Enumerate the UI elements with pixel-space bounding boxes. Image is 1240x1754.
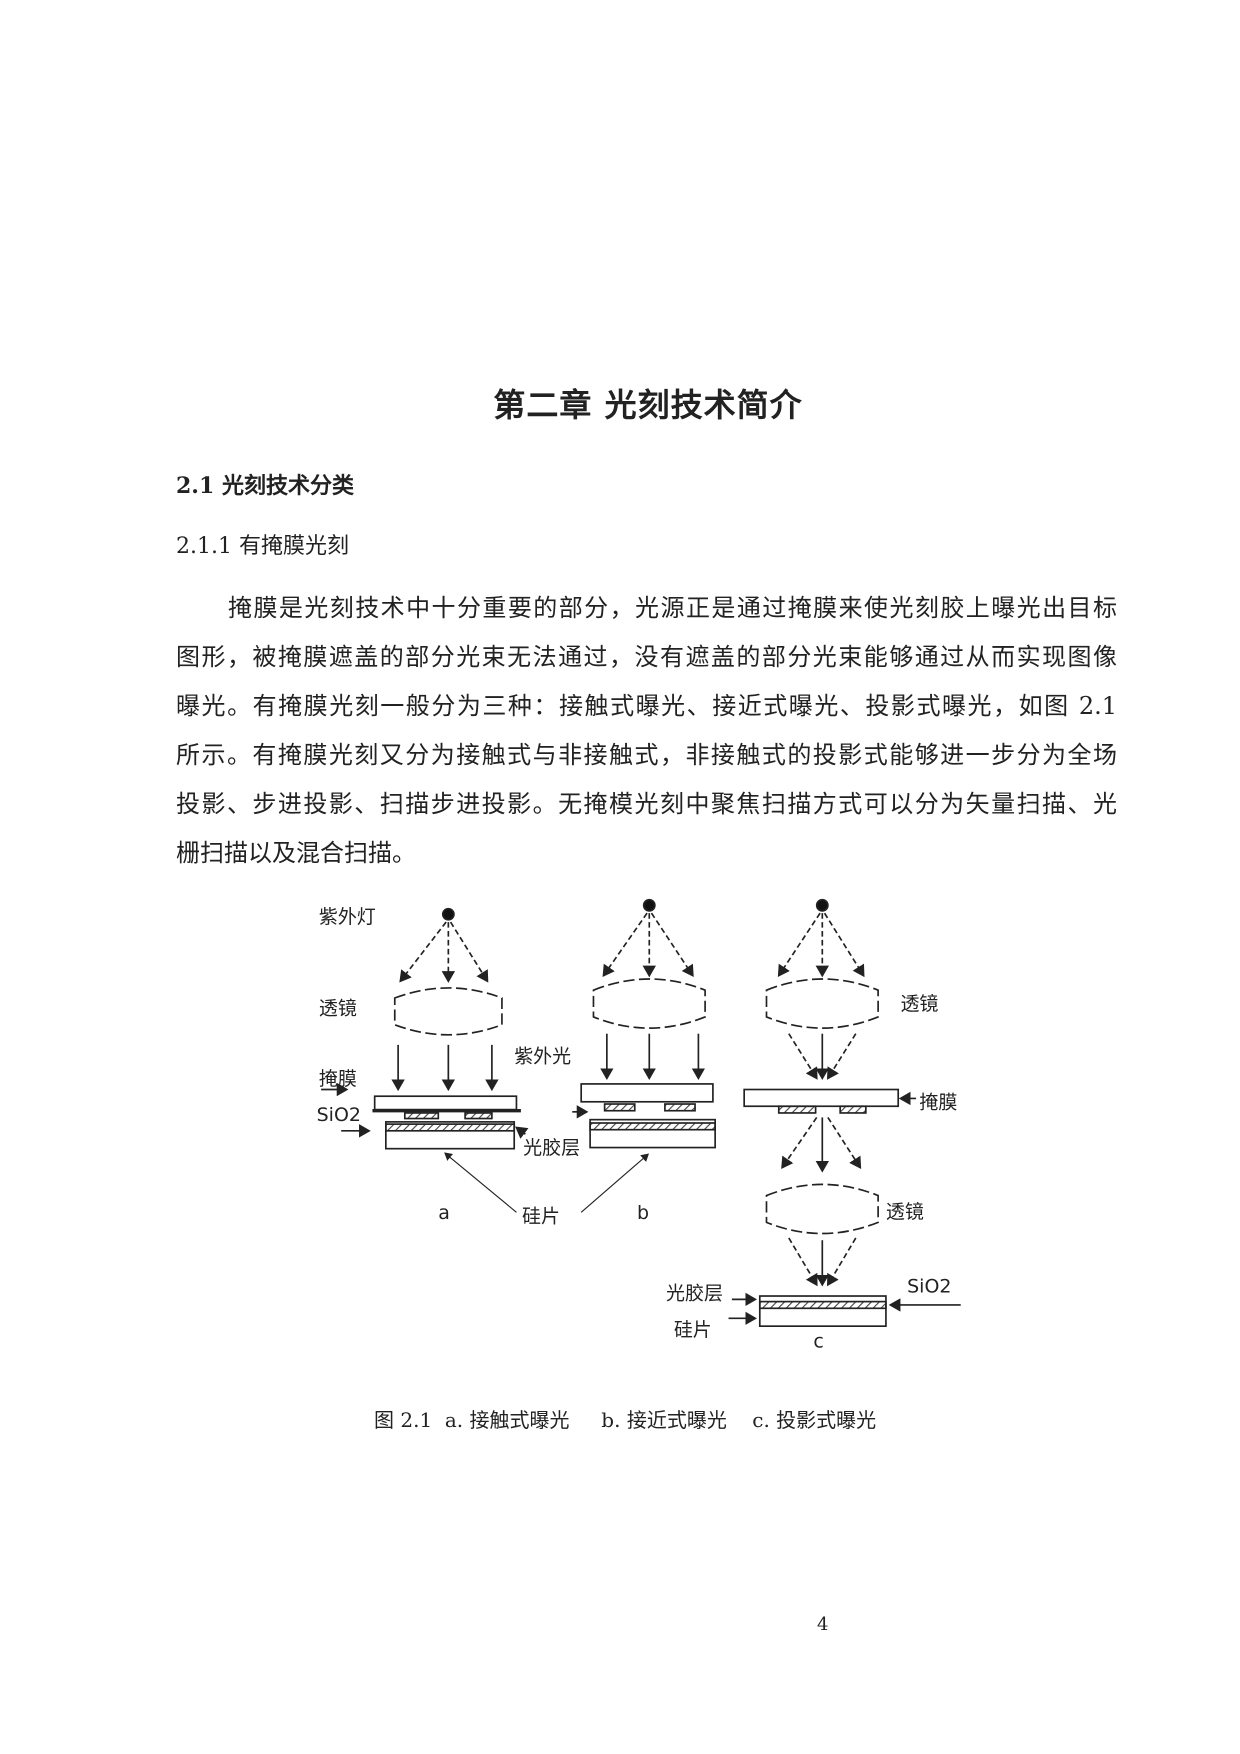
section-title: 光刻技术分类	[221, 474, 354, 499]
section-heading: 2.1 光刻技术分类	[176, 468, 354, 500]
paragraph-line: 所示。有掩膜光刻又分为接触式与非接触式，非接触式的投影式能够进一步分为全场	[176, 741, 1117, 769]
panel-b-proximity-exposure	[572, 898, 716, 1149]
label-photoresist-c: 光胶层	[666, 1282, 723, 1304]
mask	[373, 1095, 518, 1111]
panel-a-contact-exposure	[321, 907, 650, 1213]
figure-caption: 图 2.1 a. 接触式曝光 b. 接近式曝光 c. 投影式曝光	[374, 1408, 877, 1432]
label-lens-a: 透镜	[319, 998, 357, 1020]
subsection-number: 2.1.1	[176, 534, 232, 559]
paragraph-line: 投影、步进投影、扫描步进投影。无掩模光刻中聚焦扫描方式可以分为矢量扫描、光	[176, 790, 1117, 818]
panel-c-projection-exposure	[728, 898, 961, 1327]
paragraph-line: 图形，被掩膜遮盖的部分光束无法通过，没有遮盖的部分光束能够通过从而实现图像	[176, 643, 1117, 671]
wafer	[385, 1121, 516, 1150]
uv-lamp-dot	[441, 907, 455, 921]
label-mask-c: 掩膜	[919, 1091, 957, 1113]
label-sio2-c: SiO2	[907, 1276, 951, 1298]
label-wafer-c: 硅片	[674, 1319, 712, 1341]
label-uv-lamp: 紫外灯	[319, 906, 376, 928]
chapter-title: 第二章 光刻技术简介	[493, 386, 803, 424]
subsection-title: 有掩膜光刻	[238, 534, 349, 559]
label-photoresist-a: 光胶层	[523, 1137, 580, 1159]
subsection-heading: 2.1.1 有掩膜光刻	[176, 528, 349, 560]
label-wafer: 硅片	[522, 1205, 560, 1227]
section-number: 2.1	[176, 473, 215, 499]
paragraph-line: 曝光。有掩膜光刻一般分为三种：接触式曝光、接近式曝光、投影式曝光，如图 2.1	[176, 692, 1117, 720]
label-b: b	[637, 1202, 649, 1224]
label-sio2-a: SiO2	[317, 1104, 361, 1126]
page-number: 4	[817, 1614, 829, 1635]
label-a: a	[438, 1202, 450, 1224]
paragraph-line: 栅扫描以及混合扫描。	[176, 839, 416, 867]
paragraph-line: 掩膜是光刻技术中十分重要的部分，光源正是通过掩膜来使光刻胶上曝光出目标	[228, 594, 1117, 622]
label-lens-c-top: 透镜	[900, 993, 938, 1015]
body-paragraph: 掩膜是光刻技术中十分重要的部分，光源正是通过掩膜来使光刻胶上曝光出目标 图形，被…	[176, 586, 1117, 880]
label-uv-light: 紫外光	[514, 1046, 571, 1068]
lithography-figure: 紫外灯 透镜 紫外光 掩膜 SiO2 光胶层 硅片 a b 透镜 掩膜 透镜 光…	[317, 898, 961, 1352]
label-c: c	[813, 1330, 823, 1352]
lens	[393, 987, 503, 1036]
label-lens-c-bottom: 透镜	[886, 1201, 924, 1223]
label-mask-a: 掩膜	[319, 1068, 357, 1090]
